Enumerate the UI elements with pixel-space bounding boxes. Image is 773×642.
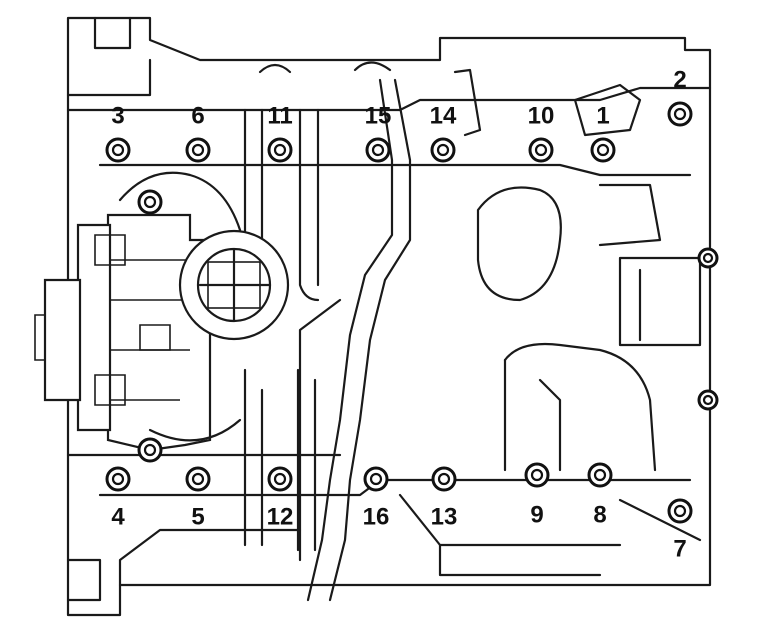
bolt-label: 9 xyxy=(530,502,543,529)
bolt-label: 3 xyxy=(111,103,124,130)
bolt-label: 1 xyxy=(596,103,609,130)
bolt-label: 6 xyxy=(191,103,204,130)
bolt-15: 15 xyxy=(365,103,392,163)
bolt-6: 6 xyxy=(185,103,211,163)
side-bolt-right-upper xyxy=(697,247,719,269)
bolt-hole xyxy=(111,472,125,486)
bolt-hole xyxy=(191,472,205,486)
bolt-13: 13 xyxy=(431,466,458,531)
side-bolt-right-lower xyxy=(697,389,719,411)
bolt-label: 11 xyxy=(267,103,292,130)
oil-pump-assembly xyxy=(34,171,290,463)
pump-bolt-lower xyxy=(137,437,163,463)
bolt-14: 14 xyxy=(430,103,457,163)
bolt-label: 13 xyxy=(431,504,458,531)
bolt-hole xyxy=(436,143,450,157)
bolt-hole xyxy=(369,472,383,486)
bolt-16: 16 xyxy=(363,466,390,531)
bolt-hole xyxy=(191,143,205,157)
bolt-hole xyxy=(534,143,548,157)
bolt-1: 1 xyxy=(590,103,616,163)
bolt-8: 8 xyxy=(587,462,613,529)
pump-bolt-upper xyxy=(137,189,163,215)
bolt-11: 11 xyxy=(267,103,293,163)
bolt-12: 12 xyxy=(267,466,294,531)
bolt-hole xyxy=(673,107,687,121)
bolt-2: 2 xyxy=(667,67,693,127)
bolt-label: 16 xyxy=(363,504,390,531)
bolt-hole xyxy=(273,143,287,157)
bolt-hole xyxy=(273,472,287,486)
bolt-label: 12 xyxy=(267,504,294,531)
bolt-label: 7 xyxy=(673,536,686,563)
bolt-label: 4 xyxy=(111,504,125,531)
bolt-label: 2 xyxy=(673,67,686,94)
bolt-label: 5 xyxy=(191,504,204,531)
bolt-hole xyxy=(593,468,607,482)
bolt-label: 14 xyxy=(430,103,457,130)
bolt-hole xyxy=(673,504,687,518)
bolt-10: 10 xyxy=(528,103,555,163)
bolt-hole xyxy=(596,143,610,157)
bolt-hole xyxy=(437,472,451,486)
bolt-hole xyxy=(111,143,125,157)
bolt-hole xyxy=(371,143,385,157)
internal-ribs xyxy=(243,61,702,602)
bolt-label: 10 xyxy=(528,103,555,130)
bolt-5: 5 xyxy=(185,466,211,531)
bolt-9: 9 xyxy=(524,462,550,529)
bolt-label: 8 xyxy=(593,502,606,529)
bolt-hole xyxy=(530,468,544,482)
bolt-4: 4 xyxy=(105,466,131,531)
bolt-label: 15 xyxy=(365,103,392,130)
bolt-7: 7 xyxy=(667,498,693,563)
bolt-3: 3 xyxy=(105,103,131,163)
